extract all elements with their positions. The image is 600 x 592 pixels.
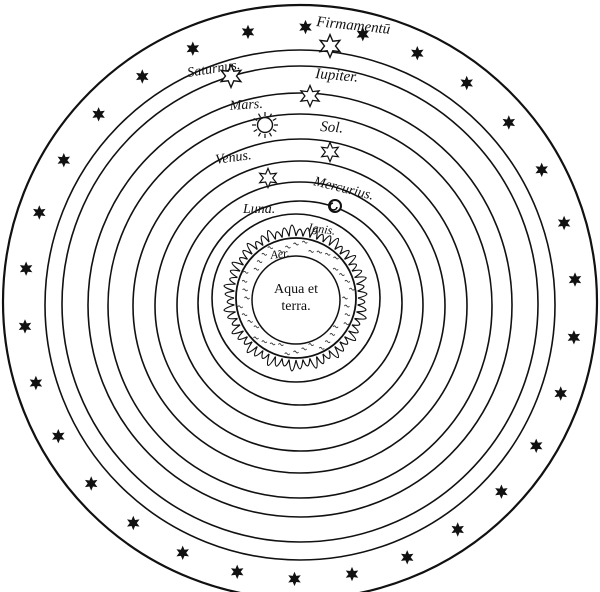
outer-ring [1,3,599,592]
fixed-star-icon [411,46,424,61]
fixed-star-icon [92,107,105,122]
venus-star-icon [321,141,339,163]
fixed-star-icon [33,205,46,220]
moon-icon [328,199,342,213]
planet-symbols [220,33,342,213]
fixed-star-icon [529,438,543,453]
saturn-star-icon [319,33,341,59]
fixed-star-icon [568,272,582,287]
fixed-star-icon [176,545,189,560]
air-texture [237,240,355,356]
jupiter-ring [87,92,513,518]
sun-ring [132,138,468,474]
fire-ring [211,213,381,383]
fixed-star-icon [288,571,301,587]
orbit-rings [1,3,599,592]
air-squiggles [237,240,355,356]
fixed-star-icon [52,429,65,444]
fixed-star-icon [400,550,414,565]
air-label: Aer. [268,245,290,262]
fixed-star-icon [502,115,516,130]
fixed-star-icon [241,24,255,40]
fixed-star-icon [57,153,71,168]
moon-ring [197,200,403,406]
firmament-inner-ring [44,49,556,561]
fixed-star-icon [451,522,464,537]
fixed-star-icon [554,386,567,401]
flame-strokes [223,224,368,372]
moon-label: Luna. [242,202,275,217]
fixed-star-icon [567,330,581,345]
fire-flames [223,224,368,372]
water-earth-core [251,255,341,345]
venus-label: Venus. [214,148,252,168]
mercury-label: Mercurius. [311,174,375,204]
fixed-star-icon [345,566,359,582]
fixed-star-icon [460,75,473,91]
fixed-star-icon [230,564,244,579]
fixed-star-icon [18,319,32,334]
mars-ring [107,113,493,499]
core-label-line1: Aqua et [274,282,318,297]
fixed-star-icon [495,484,508,499]
fixed-star-icon [127,515,140,531]
sun-label: Sol. [320,119,344,137]
core-label-line2: terra. [281,299,310,314]
mars-label: Mars. [228,97,263,114]
fixed-star-icon [136,69,149,84]
fire-label: Ignis. [307,220,337,238]
fixed-star-icon [186,41,200,56]
fixed-star-icon [84,476,98,491]
sun-icon [252,112,278,138]
mercury-ring [176,181,424,429]
fixed-star-icon [19,261,33,276]
fixed-star-icon [535,162,548,177]
firmament-label: Firmamentū [315,14,391,38]
venus-ring [154,160,446,452]
saturn-ring [61,65,539,543]
fixed-star-icon [29,375,43,391]
fixed-star-icon [557,215,571,231]
mars-star-icon [300,84,320,108]
jupiter-label: Iupiter. [314,66,359,86]
fixed-star-icon [299,19,312,35]
